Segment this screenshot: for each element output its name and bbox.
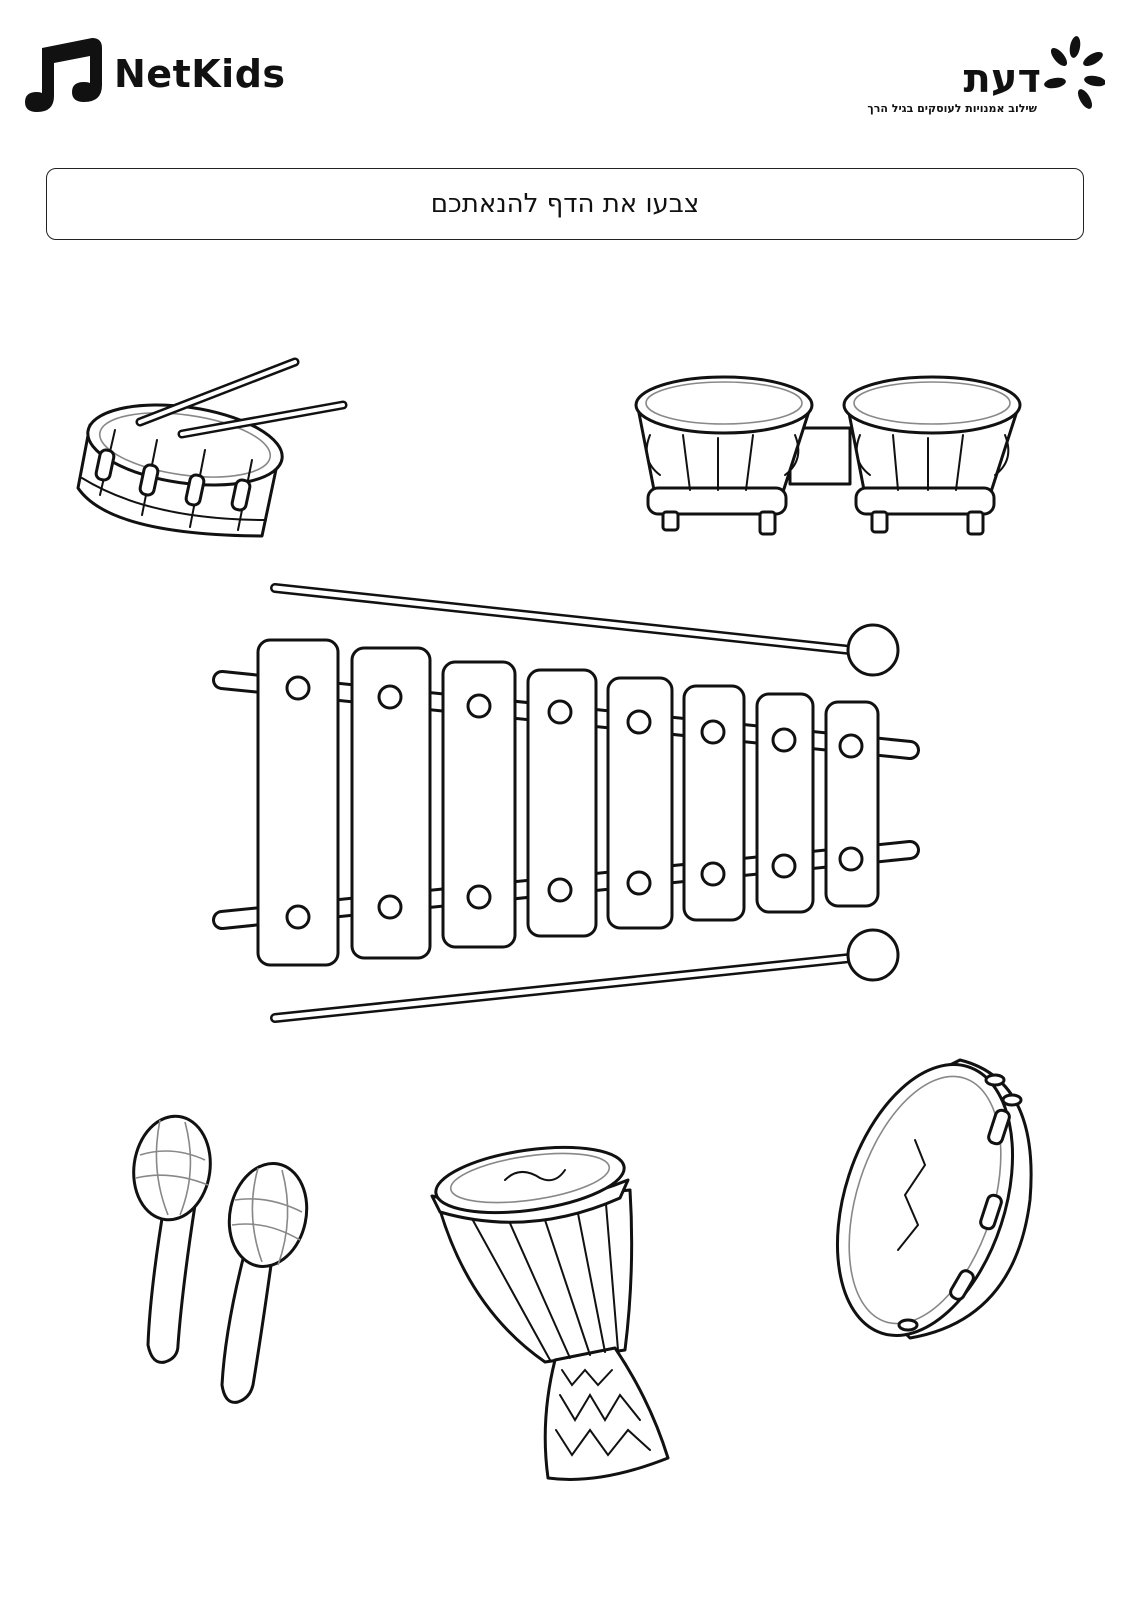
sunburst-icon	[1044, 36, 1105, 109]
instruction-text: צבעו את הדף להנאתכם	[430, 189, 700, 219]
music-note-play-icon	[25, 38, 102, 112]
netkids-logo-text: NetKids	[114, 52, 286, 96]
maracas-icon	[132, 1114, 309, 1404]
djembe-icon	[430, 1145, 670, 1481]
snare-drum-icon	[76, 357, 348, 538]
xylophone-icon	[212, 583, 920, 1023]
instruction-box: צבעו את הדף להנאתכם	[46, 168, 1084, 240]
bongo-drums-icon	[634, 375, 1022, 536]
daat-logo: דעת שילוב אמנויות לעוסקים בגיל הרך	[850, 30, 1105, 120]
daat-logo-text: דעת	[963, 56, 1041, 102]
netkids-logo: NetKids	[22, 30, 322, 120]
tambourine-icon	[835, 1058, 1033, 1340]
daat-logo-tagline: שילוב אמנויות לעוסקים בגיל הרך	[867, 102, 1037, 115]
